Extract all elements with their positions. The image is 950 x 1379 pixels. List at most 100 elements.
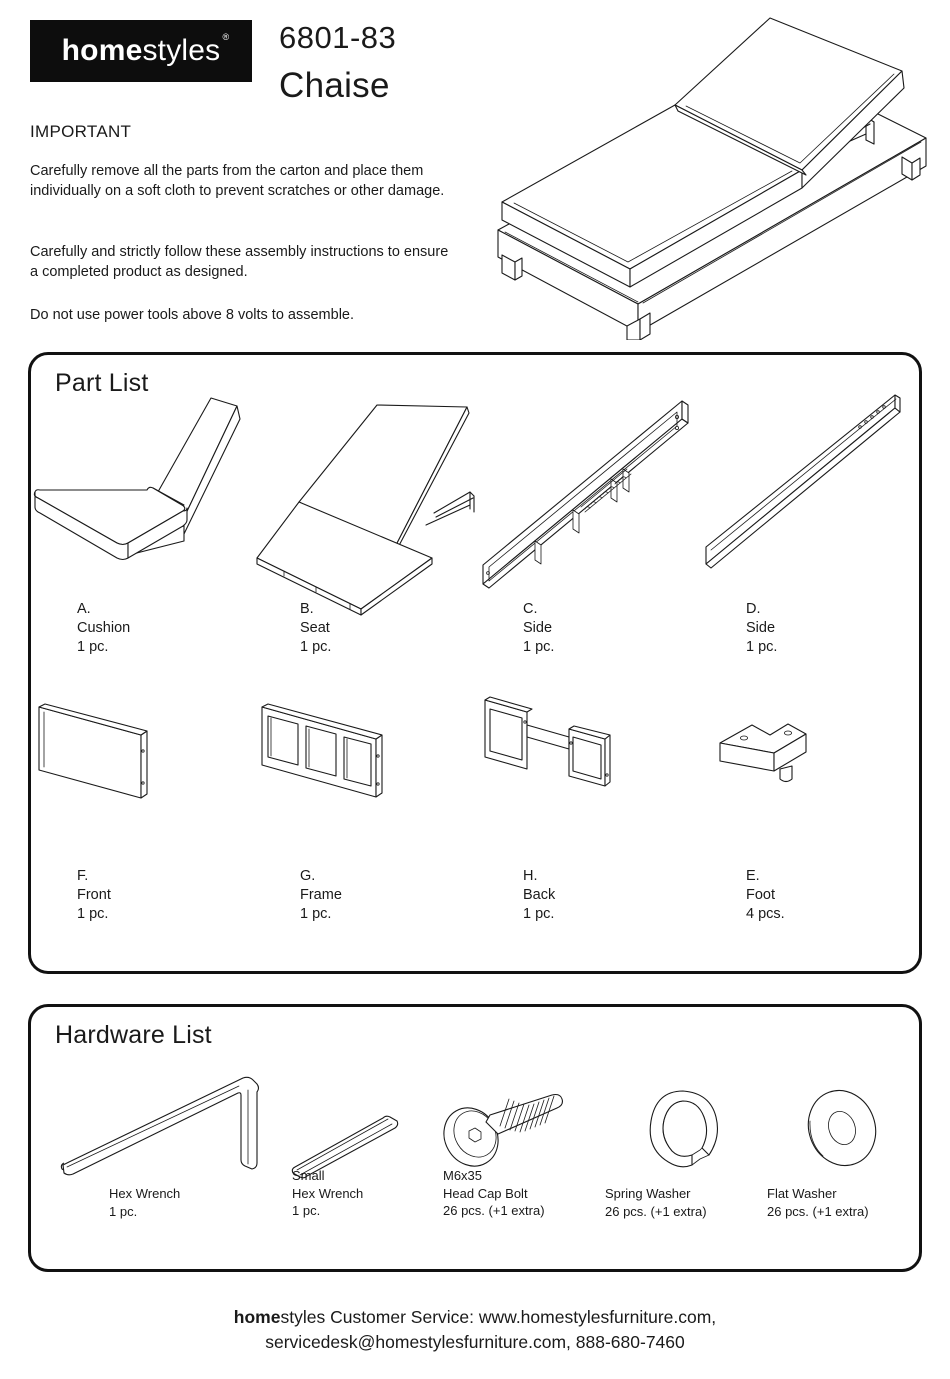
hardware-label-head-cap-bolt: M6x35 Head Cap Bolt 26 pcs. (+1 extra)	[443, 1167, 545, 1220]
cushion-illustration	[31, 395, 254, 595]
part-key: F.	[77, 868, 89, 884]
hardware-qty: 26 pcs. (+1 extra)	[605, 1203, 707, 1219]
hardware-label-small-hex-wrench: Small Hex Wrench 1 pc.	[292, 1167, 363, 1220]
side-rail-ratchet-illustration	[477, 395, 700, 595]
part-label-frame: G. Frame 1 pc.	[300, 867, 342, 924]
seat-illustration	[254, 395, 477, 616]
part-item-foot: E. Foot 4 pcs.	[700, 685, 923, 955]
important-note-3: Do not use power tools above 8 volts to …	[30, 307, 355, 323]
hardware-name-line-2: Hex Wrench	[292, 1185, 364, 1201]
part-label-cushion: A. Cushion 1 pc.	[77, 600, 130, 657]
hardware-name-line-1: Small	[292, 1168, 325, 1183]
part-key: A.	[77, 601, 91, 617]
part-label-seat: B. Seat 1 pc.	[300, 600, 331, 657]
part-key: H.	[523, 868, 538, 884]
side-panel-illustration	[700, 394, 923, 595]
registered-trademark-icon: ®	[222, 32, 230, 42]
hardware-name: Spring Washer	[605, 1186, 691, 1201]
part-name: Back	[523, 887, 556, 903]
footer-brand-bold: home	[233, 1307, 281, 1327]
part-item-frame: G. Frame 1 pc.	[254, 685, 477, 955]
hardware-list-section: Hardware List Hex Wrench 1 pc.	[28, 1004, 922, 1272]
footer-line-1: homestyles Customer Service: www.homesty…	[0, 1305, 950, 1330]
customer-service-footer: homestyles Customer Service: www.homesty…	[0, 1305, 950, 1355]
hardware-item-spring-washer: Spring Washer 26 pcs. (+1 extra)	[602, 1057, 765, 1257]
hardware-qty: 26 pcs. (+1 extra)	[443, 1203, 545, 1218]
hardware-spec: M6x35	[443, 1168, 483, 1183]
hardware-name: Flat Washer	[767, 1186, 837, 1201]
hardware-item-flat-washer: Flat Washer 26 pcs. (+1 extra)	[765, 1057, 925, 1257]
hardware-item-hex-wrench: Hex Wrench 1 pc.	[31, 1057, 289, 1257]
document-header: homestyles® 6801-83 Chaise IMPORTANT Car…	[0, 0, 950, 345]
part-key: G.	[300, 868, 316, 884]
spring-washer-icon	[638, 1085, 728, 1175]
part-item-front: F. Front 1 pc.	[31, 685, 254, 955]
important-note-2: Carefully and strictly follow these asse…	[30, 244, 449, 280]
part-name: Side	[523, 620, 553, 636]
flat-washer-icon	[797, 1083, 887, 1173]
part-key: E.	[746, 868, 760, 884]
frame-three-bay-illustration	[254, 685, 477, 885]
hardware-qty: 1 pc.	[109, 1203, 138, 1219]
chaise-lounge-illustration	[462, 14, 934, 341]
hardware-item-small-hex-wrench: Small Hex Wrench 1 pc.	[289, 1057, 430, 1257]
footer-line-1-rest: styles Customer Service: www.homestylesf…	[280, 1307, 717, 1327]
corner-foot-illustration	[700, 685, 923, 885]
brand-logo-light: styles	[142, 34, 221, 67]
part-name: Side	[746, 620, 776, 636]
part-qty: 1 pc.	[77, 639, 109, 655]
part-list-section: Part List	[28, 352, 922, 974]
part-item-back: H. Back 1 pc.	[477, 685, 700, 955]
part-name: Foot	[746, 887, 776, 903]
hex-wrench-large-icon	[57, 1076, 277, 1181]
model-number: 6801-83	[279, 20, 397, 55]
hardware-label-spring-washer: Spring Washer 26 pcs. (+1 extra)	[605, 1185, 707, 1220]
part-label-back: H. Back 1 pc.	[523, 867, 555, 924]
part-name: Seat	[300, 620, 330, 636]
part-key: B.	[300, 601, 314, 617]
hardware-name: Hex Wrench	[109, 1186, 181, 1201]
part-qty: 1 pc.	[77, 906, 109, 922]
part-item-seat: B. Seat 1 pc.	[254, 395, 477, 675]
part-list-row-2: F. Front 1 pc.	[31, 685, 925, 955]
hardware-name: Head Cap Bolt	[443, 1185, 528, 1201]
part-qty: 1 pc.	[300, 906, 332, 922]
part-qty: 1 pc.	[300, 639, 332, 655]
hardware-list-title: Hardware List	[55, 1021, 212, 1049]
part-item-side-d: D. Side 1 pc.	[700, 394, 923, 675]
hardware-label-hex-wrench: Hex Wrench 1 pc.	[109, 1185, 180, 1220]
part-name: Front	[77, 887, 111, 903]
back-stepped-frame-illustration	[477, 685, 700, 885]
brand-logo-bold: home	[61, 34, 143, 67]
footer-line-2: servicedesk@homestylesfurniture.com, 888…	[265, 1332, 685, 1352]
part-qty: 1 pc.	[523, 639, 555, 655]
page-title: Chaise	[279, 66, 390, 105]
hardware-items-row: Hex Wrench 1 pc. Small Hex Wrench 1 pc.	[31, 1057, 925, 1257]
hardware-qty: 26 pcs. (+1 extra)	[767, 1203, 869, 1219]
hardware-item-head-cap-bolt: M6x35 Head Cap Bolt 26 pcs. (+1 extra)	[430, 1057, 602, 1257]
hex-head-cap-bolt-icon	[438, 1087, 588, 1177]
part-list-title: Part List	[55, 369, 149, 397]
part-item-cushion: A. Cushion 1 pc.	[31, 395, 254, 675]
part-label-foot: E. Foot 4 pcs.	[746, 867, 785, 924]
part-label-side-d: D. Side 1 pc.	[746, 600, 777, 657]
part-key: D.	[746, 601, 761, 617]
front-panel-illustration	[31, 685, 254, 885]
important-note-1: Carefully remove all the parts from the …	[30, 163, 445, 199]
part-label-front: F. Front 1 pc.	[77, 867, 111, 924]
part-key: C.	[523, 601, 538, 617]
brand-logo-text: homestyles®	[61, 32, 230, 68]
part-label-side-c: C. Side 1 pc.	[523, 600, 554, 657]
part-list-row-1: A. Cushion 1 pc.	[31, 394, 925, 675]
hardware-qty: 1 pc.	[292, 1203, 321, 1218]
brand-logo: homestyles®	[30, 20, 252, 82]
hardware-label-flat-washer: Flat Washer 26 pcs. (+1 extra)	[767, 1185, 869, 1220]
part-item-side-c: C. Side 1 pc.	[477, 395, 700, 675]
hex-wrench-small-icon	[291, 1115, 411, 1187]
part-name: Cushion	[77, 620, 131, 636]
part-qty: 4 pcs.	[746, 906, 785, 922]
part-qty: 1 pc.	[746, 639, 778, 655]
part-name: Frame	[300, 887, 342, 903]
part-qty: 1 pc.	[523, 906, 555, 922]
important-heading: IMPORTANT	[30, 122, 132, 141]
